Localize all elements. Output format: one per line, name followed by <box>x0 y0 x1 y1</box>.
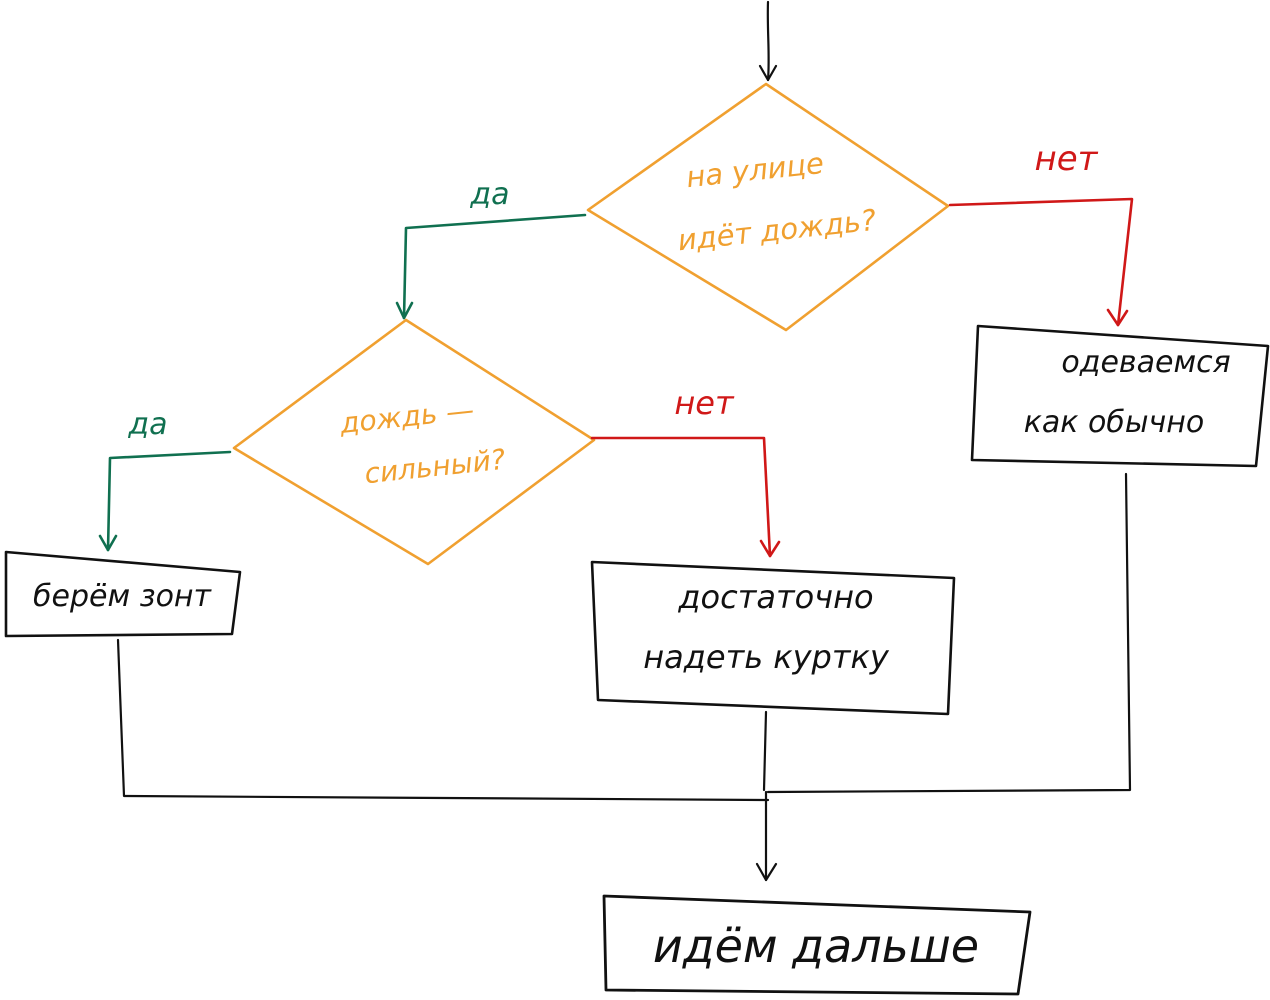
box-jacket <box>590 560 956 716</box>
box-umbrella-text: берём зонт <box>33 579 213 614</box>
box-dress-normal-line2: как обычно <box>1024 405 1204 440</box>
yes-connector-1 <box>395 213 587 320</box>
merge-connectors <box>116 472 1132 802</box>
box-jacket-line2: надеть куртку <box>643 638 890 676</box>
yes-label-2: да <box>127 407 167 442</box>
entry-arrow <box>758 0 778 82</box>
box-dress-normal <box>970 324 1270 468</box>
box-continue <box>602 894 1032 996</box>
decision-rain-line2: идёт дождь? <box>676 203 878 258</box>
box-umbrella <box>4 550 242 638</box>
box-dress-normal-line1: одеваемся <box>1061 345 1230 380</box>
yes-label-1: да <box>469 177 509 212</box>
decision-rain-diamond <box>586 82 950 332</box>
no-label-2: нет <box>674 384 735 422</box>
box-jacket-line1: достаточно <box>677 578 873 616</box>
yes-connector-2 <box>98 450 232 552</box>
decision-heavy-line2: сильный? <box>363 443 507 491</box>
decision-heavy-diamond <box>232 318 596 566</box>
no-connector-1 <box>948 197 1134 327</box>
no-label-1: нет <box>1035 139 1099 179</box>
no-connector-2 <box>590 436 781 558</box>
decision-rain-line1: на улице <box>685 146 826 194</box>
decision-heavy-line1: дождь — <box>337 393 475 440</box>
final-arrow <box>755 790 778 882</box>
box-continue-text: идём дальше <box>653 919 979 973</box>
